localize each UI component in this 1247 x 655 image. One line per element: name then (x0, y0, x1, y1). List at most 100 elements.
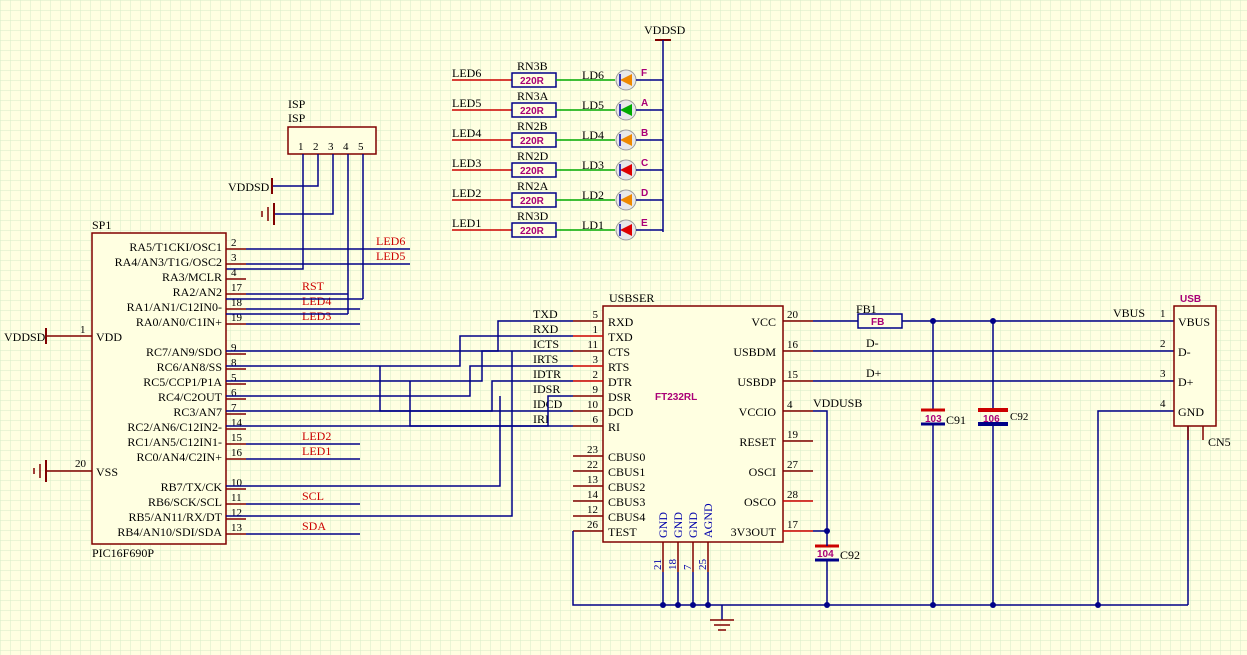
resistor-designator: RN3B (517, 59, 548, 73)
usb-pin-dminus: D- (1178, 345, 1191, 359)
sp1-pin-num: 12 (231, 507, 242, 519)
usbser-part: FT232RL (655, 392, 697, 403)
sp1-pin-name: RA0/AN0/C1IN+ (136, 315, 222, 329)
isp-mclr-wire (226, 154, 304, 270)
led-diode-icon (620, 164, 632, 176)
usbser-pin-num: 16 (787, 339, 799, 351)
sp1-pin-name: RA4/AN3/T1G/OSC2 (115, 255, 222, 269)
sp1-pin-num-vdd: 1 (80, 324, 86, 336)
sp1-pin-name: RC3/AN7 (173, 405, 222, 419)
capacitor-c91[interactable]: 103 C91 (921, 408, 966, 427)
sp1-net-label: SDA (302, 519, 326, 533)
usbser-bottom-pin-name: GND (686, 512, 700, 538)
sp1-part: PIC16F690P (92, 546, 154, 560)
usb-pin-num-3: 3 (1160, 368, 1166, 380)
usbser-pin-name: TEST (608, 525, 637, 539)
usbser-pin-num: 22 (587, 459, 598, 471)
resistor-value: 220R (520, 136, 545, 147)
sp1-net-label: LED6 (376, 234, 405, 248)
led-diode-icon (620, 104, 632, 116)
sp1-pin-name: RB4/AN10/SDI/SDA (117, 525, 222, 539)
led-net-label: LED4 (452, 126, 481, 140)
sp1-net-label: LED3 (302, 309, 331, 323)
usbser-net-label: IDSR (533, 382, 560, 396)
usbser-right-pins: 20VCC16USBDM15USBDP4VCCIO19RESET27OSCI28… (731, 309, 813, 539)
junction-dots (660, 318, 1101, 608)
usbser-pin-num: 20 (787, 309, 799, 321)
usbser-body (602, 305, 784, 543)
resistor-value: 220R (520, 166, 545, 177)
usb-pin-vbus: VBUS (1178, 315, 1210, 329)
led-letter: E (641, 218, 648, 229)
sp1-pin-name: RB6/SCK/SCL (148, 495, 222, 509)
led-diode-icon (620, 74, 632, 86)
usbser-pin-name: TXD (608, 330, 633, 344)
isp-header[interactable]: ISP ISP 1 2 3 4 5 (226, 97, 377, 314)
sp1-net-label: RST (302, 279, 325, 293)
usbser-pin-name: VCC (751, 315, 776, 329)
usbser-net-label: ICTS (533, 337, 559, 351)
pic16f690-chip[interactable]: SP1 PIC16F690P 1 VDD 20 VSS 2RA5/T1CKI/O… (46, 218, 410, 560)
isp-pin-2: 2 (313, 141, 319, 153)
gnd-symbol-isp (261, 203, 275, 225)
c92b-value: 104 (817, 549, 834, 560)
sp1-pin-num: 8 (231, 357, 237, 369)
sp1-pin-name: RC1/AN5/C12IN1- (127, 435, 222, 449)
gnd-symbol-sp1 (33, 460, 47, 482)
isp-gnd-wire (274, 154, 334, 215)
sp1-pin-num: 18 (231, 297, 243, 309)
sp1-pin-num-vss: 20 (75, 458, 87, 470)
led-diode-icon (620, 134, 632, 146)
sp1-pin-name: RB7/TX/CK (161, 480, 223, 494)
sp1-pin-num: 9 (231, 342, 237, 354)
usbser-pin-num: 23 (587, 444, 599, 456)
usb-pin-num-1: 1 (1160, 308, 1166, 320)
sp1-pin-num: 4 (231, 267, 237, 279)
usbser-pin-name: DSR (608, 390, 631, 404)
usbser-pin-num: 28 (787, 489, 799, 501)
ferrite-bead-fb1[interactable]: FB1 FB (856, 302, 903, 329)
usbser-pin-num: 4 (787, 399, 793, 411)
sp1-net-label: LED5 (376, 249, 405, 263)
c92a-name: C92 (1010, 411, 1028, 423)
sp1-pin-name-vdd: VDD (96, 330, 122, 344)
usbser-pin-num: 9 (593, 384, 599, 396)
isp-pin-1: 1 (298, 141, 304, 153)
sp1-pin-name: RA2/AN2 (173, 285, 222, 299)
sp1-pin-num: 15 (231, 432, 243, 444)
led-designator: LD3 (582, 158, 604, 172)
usbser-pin-num: 26 (587, 519, 599, 531)
isp-designator: ISP (288, 97, 306, 111)
sp1-pin-num: 5 (231, 372, 237, 384)
led-diode-icon (620, 224, 632, 236)
c92a-value: 106 (983, 414, 1000, 425)
usbser-pin-name: CTS (608, 345, 630, 359)
sp1-pin-num: 2 (231, 237, 237, 249)
isp-vdd-wire (272, 154, 319, 187)
usb-designator: CN5 (1208, 435, 1231, 449)
usb-body (1173, 305, 1217, 427)
isp-name: ISP (288, 111, 306, 125)
usbser-pin-num: 1 (593, 324, 599, 336)
led-diode-icon (620, 194, 632, 206)
uart-wiring (226, 320, 573, 517)
fb1-designator: FB1 (856, 302, 877, 316)
usbser-pin-name: CBUS0 (608, 450, 645, 464)
sp1-pin-num: 14 (231, 417, 243, 429)
sp1-pin-num: 16 (231, 447, 243, 459)
capacitor-c92-small[interactable]: 104 C92 (815, 531, 860, 562)
usbser-pin-name: RTS (608, 360, 629, 374)
usb-connector-cn5[interactable]: USB 1 VBUS 2 D- 3 D+ 4 GND CN5 (1160, 294, 1231, 449)
usbser-pin-num: 10 (587, 399, 599, 411)
sp1-pin-num: 6 (231, 387, 237, 399)
usbser-pin-num: 5 (593, 309, 599, 321)
capacitor-c92-large[interactable]: 106 C92 (978, 408, 1028, 426)
usbser-pin-name: RI (608, 420, 620, 434)
led-net-label: LED3 (452, 156, 481, 170)
resistor-designator: RN3A (517, 89, 549, 103)
resistor-designator: RN2D (517, 149, 549, 163)
usbser-bottom-pin-name: GND (656, 512, 670, 538)
